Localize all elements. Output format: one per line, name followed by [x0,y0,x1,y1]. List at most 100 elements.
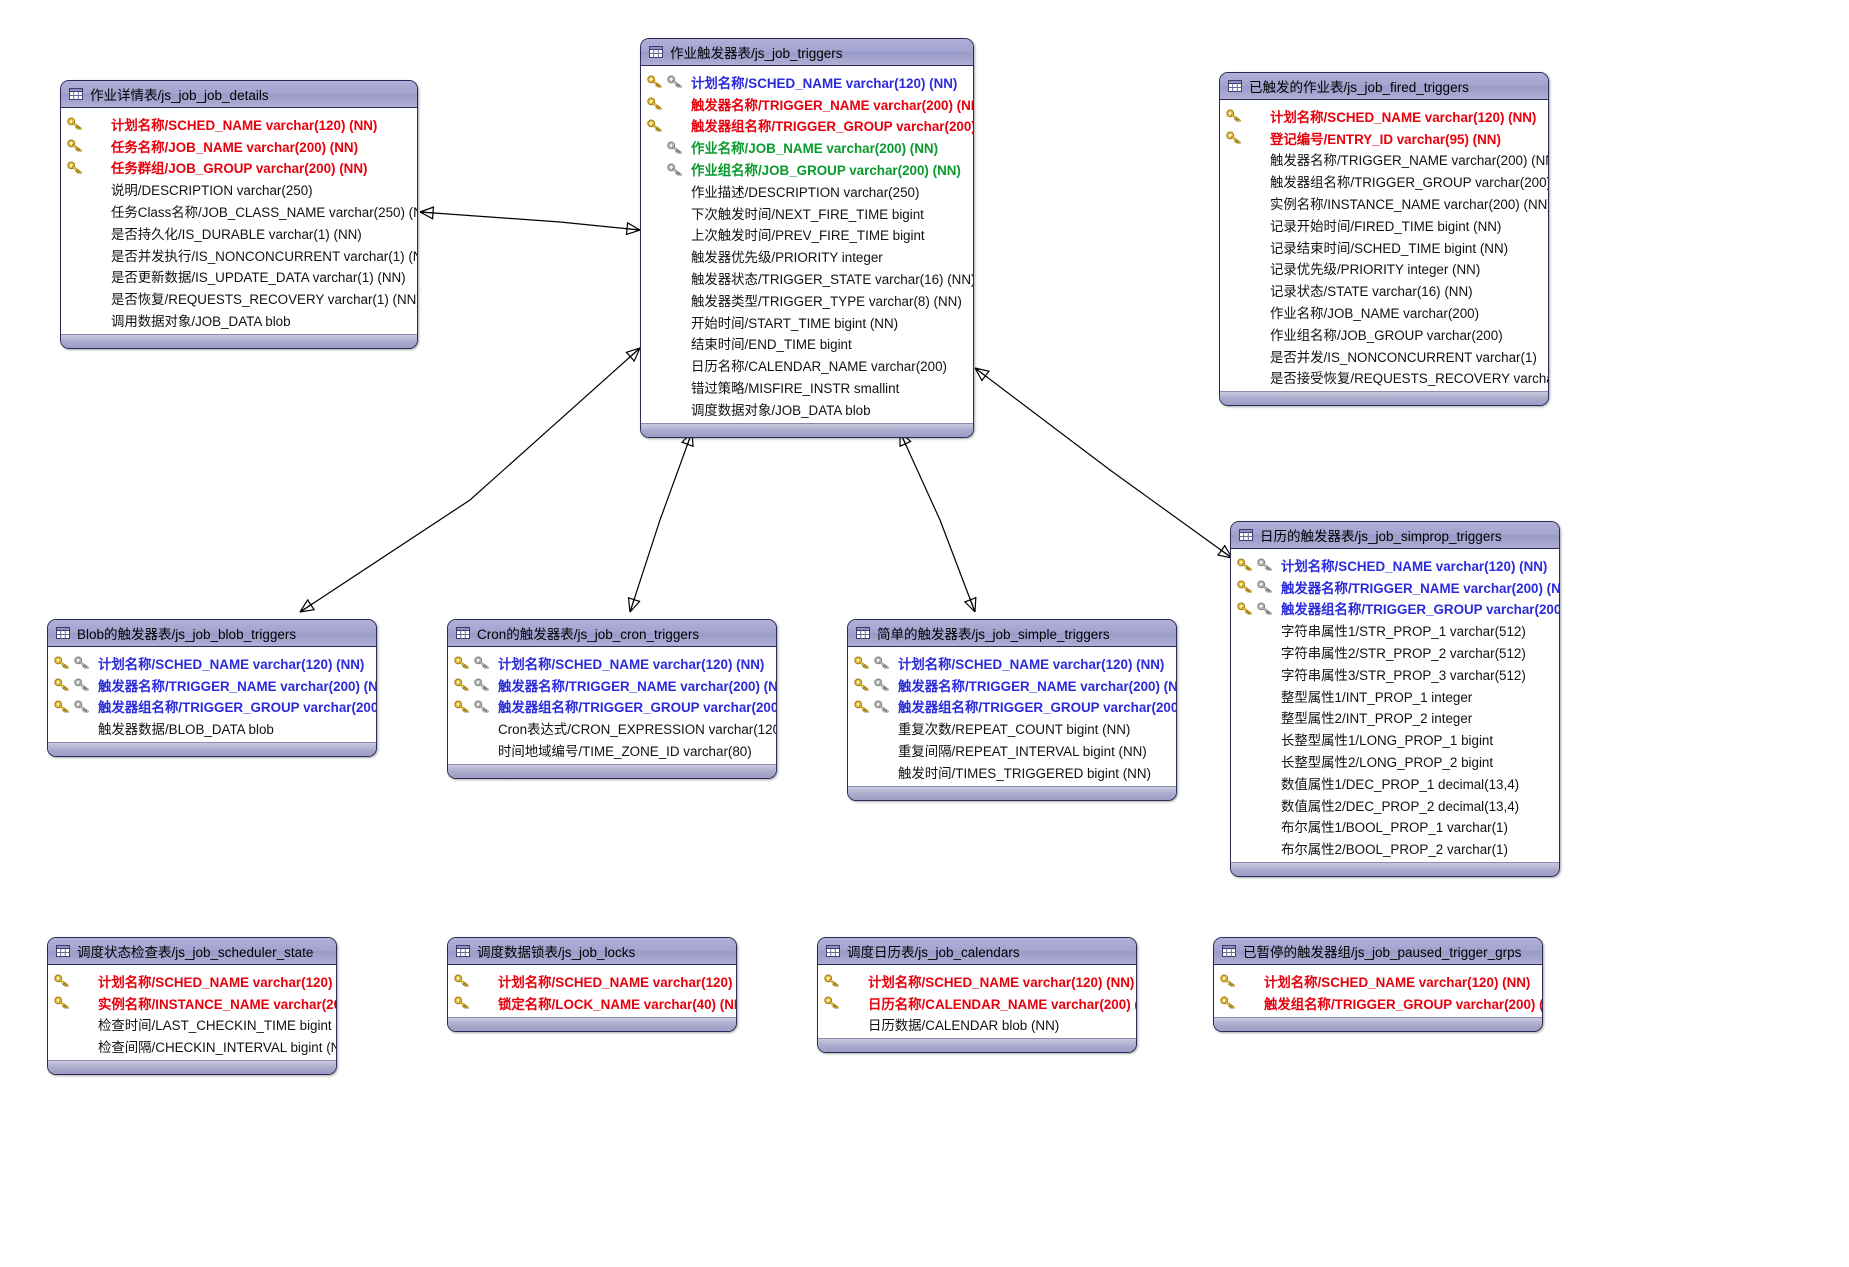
entity-field-row[interactable]: 长整型属性2/LONG_PROP_2 bigint [1231,750,1559,772]
relationship-line-rel-jobdetails-triggers[interactable] [419,211,641,231]
entity-field-row[interactable]: 作业描述/DESCRIPTION varchar(250) [641,180,973,202]
entity-field-row[interactable]: 是否接受恢复/REQUESTS_RECOVERY varchar(1) [1220,367,1548,389]
entity-field-row[interactable]: 计划名称/SCHED_NAME varchar(120) (NN) [61,113,417,135]
entity-header-blob_triggers[interactable]: Blob的触发器表/js_job_blob_triggers [48,620,376,647]
entity-header-paused_trigger_grps[interactable]: 已暂停的触发器组/js_job_paused_trigger_grps [1214,938,1542,965]
entity-field-row[interactable]: 计划名称/SCHED_NAME varchar(120) (NN) [1214,970,1542,992]
entity-field-row[interactable]: 计划名称/SCHED_NAME varchar(120) (NN) [641,71,973,93]
relationship-line-rel-triggers-blob[interactable] [299,347,641,613]
entity-field-row[interactable]: 作业名称/JOB_NAME varchar(200) (NN) [641,136,973,158]
entity-field-row[interactable]: 计划名称/SCHED_NAME varchar(120) (NN) [448,970,736,992]
entity-table-job_triggers[interactable]: 作业触发器表/js_job_triggers 计划名称/SCHED_NAME va… [640,38,974,438]
entity-field-row[interactable]: 字符串属性3/STR_PROP_3 varchar(512) [1231,663,1559,685]
entity-field-row[interactable]: 任务名称/JOB_NAME varchar(200) (NN) [61,135,417,157]
relationship-line-rel-triggers-simple[interactable] [899,431,976,613]
entity-field-row[interactable]: 触发组名称/TRIGGER_GROUP varchar(200) (NN) [1214,992,1542,1014]
entity-table-locks[interactable]: 调度数据锁表/js_job_locks 计划名称/SCHED_NAME varch… [447,937,737,1032]
entity-field-row[interactable]: 计划名称/SCHED_NAME varchar(120) (NN) [1231,554,1559,576]
entity-table-simprop_triggers[interactable]: 日历的触发器表/js_job_simprop_triggers 计划名称/SCHE… [1230,521,1560,878]
entity-field-row[interactable]: 调用数据对象/JOB_DATA blob [61,309,417,331]
entity-field-row[interactable]: 记录优先级/PRIORITY integer (NN) [1220,258,1548,280]
entity-table-cron_triggers[interactable]: Cron的触发器表/js_job_cron_triggers 计划名称/SCHED… [447,619,777,779]
entity-field-row[interactable]: 记录开始时间/FIRED_TIME bigint (NN) [1220,214,1548,236]
entity-field-row[interactable]: 锁定名称/LOCK_NAME varchar(40) (NN) [448,992,736,1014]
entity-header-job_triggers[interactable]: 作业触发器表/js_job_triggers [641,39,973,66]
entity-header-cron_triggers[interactable]: Cron的触发器表/js_job_cron_triggers [448,620,776,647]
entity-field-row[interactable]: 触发器名称/TRIGGER_NAME varchar(200) (NN) [1220,149,1548,171]
entity-field-row[interactable]: 是否并发/IS_NONCONCURRENT varchar(1) [1220,345,1548,367]
entity-field-row[interactable]: 布尔属性2/BOOL_PROP_2 varchar(1) [1231,837,1559,859]
entity-field-row[interactable]: 触发器名称/TRIGGER_NAME varchar(200) (NN) [641,93,973,115]
entity-field-row[interactable]: 触发器组名称/TRIGGER_GROUP varchar(200) (NN) [848,696,1176,718]
entity-field-row[interactable]: 整型属性2/INT_PROP_2 integer [1231,707,1559,729]
entity-field-row[interactable]: 上次触发时间/PREV_FIRE_TIME bigint [641,224,973,246]
entity-field-row[interactable]: 触发时间/TIMES_TRIGGERED bigint (NN) [848,761,1176,783]
entity-header-job_details[interactable]: 作业详情表/js_job_job_details [61,81,417,108]
entity-field-row[interactable]: 日历名称/CALENDAR_NAME varchar(200) (NN) [818,992,1136,1014]
relationship-line-rel-triggers-cron[interactable] [629,431,693,613]
entity-field-row[interactable]: 触发器组名称/TRIGGER_GROUP varchar(200) (NN) [1231,598,1559,620]
entity-field-row[interactable]: 触发器名称/TRIGGER_NAME varchar(200) (NN) [448,674,776,696]
entity-field-row[interactable]: 开始时间/START_TIME bigint (NN) [641,311,973,333]
entity-field-row[interactable]: 字符串属性1/STR_PROP_1 varchar(512) [1231,619,1559,641]
entity-header-simple_triggers[interactable]: 简单的触发器表/js_job_simple_triggers [848,620,1176,647]
entity-field-row[interactable]: 调度数据对象/JOB_DATA blob [641,398,973,420]
entity-field-row[interactable]: 整型属性1/INT_PROP_1 integer [1231,685,1559,707]
entity-field-row[interactable]: 说明/DESCRIPTION varchar(250) [61,178,417,200]
entity-field-row[interactable]: 日历数据/CALENDAR blob (NN) [818,1014,1136,1036]
entity-field-row[interactable]: 是否持久化/IS_DURABLE varchar(1) (NN) [61,222,417,244]
entity-field-row[interactable]: 触发器组名称/TRIGGER_GROUP varchar(200) (NN) [641,115,973,137]
entity-field-row[interactable]: 计划名称/SCHED_NAME varchar(120) (NN) [848,652,1176,674]
entity-table-fired_triggers[interactable]: 已触发的作业表/js_job_fired_triggers 计划名称/SCHED_… [1219,72,1549,407]
entity-field-row[interactable]: 任务群组/JOB_GROUP varchar(200) (NN) [61,157,417,179]
entity-field-row[interactable]: 是否恢复/REQUESTS_RECOVERY varchar(1) (NN) [61,287,417,309]
entity-field-row[interactable]: 检查时间/LAST_CHECKIN_TIME bigint (NN) [48,1014,336,1036]
entity-field-row[interactable]: 触发器组名称/TRIGGER_GROUP varchar(200) (NN) [448,696,776,718]
entity-table-job_details[interactable]: 作业详情表/js_job_job_details 计划名称/SCHED_NAME … [60,80,418,349]
entity-field-row[interactable]: 布尔属性1/BOOL_PROP_1 varchar(1) [1231,816,1559,838]
entity-field-row[interactable]: 触发器类型/TRIGGER_TYPE varchar(8) (NN) [641,289,973,311]
entity-field-row[interactable]: 重复间隔/REPEAT_INTERVAL bigint (NN) [848,739,1176,761]
entity-field-row[interactable]: 记录结束时间/SCHED_TIME bigint (NN) [1220,236,1548,258]
entity-header-locks[interactable]: 调度数据锁表/js_job_locks [448,938,736,965]
entity-field-row[interactable]: Cron表达式/CRON_EXPRESSION varchar(120) (NN… [448,717,776,739]
entity-field-row[interactable]: 触发器组名称/TRIGGER_GROUP varchar(200) (NN) [48,696,376,718]
entity-field-row[interactable]: 计划名称/SCHED_NAME varchar(120) (NN) [48,970,336,992]
entity-field-row[interactable]: 长整型属性1/LONG_PROP_1 bigint [1231,728,1559,750]
entity-field-row[interactable]: 触发器优先级/PRIORITY integer [641,245,973,267]
entity-field-row[interactable]: 实例名称/INSTANCE_NAME varchar(200) (NN) [48,992,336,1014]
entity-field-row[interactable]: 时间地域编号/TIME_ZONE_ID varchar(80) [448,739,776,761]
entity-table-calendars[interactable]: 调度日历表/js_job_calendars 计划名称/SCHED_NAME va… [817,937,1137,1054]
entity-field-row[interactable]: 触发器状态/TRIGGER_STATE varchar(16) (NN) [641,267,973,289]
entity-field-row[interactable]: 作业组名称/JOB_GROUP varchar(200) [1220,323,1548,345]
entity-field-row[interactable]: 触发器数据/BLOB_DATA blob [48,717,376,739]
entity-field-row[interactable]: 下次触发时间/NEXT_FIRE_TIME bigint [641,202,973,224]
entity-table-scheduler_state[interactable]: 调度状态检查表/js_job_scheduler_state 计划名称/SCHED… [47,937,337,1076]
entity-header-calendars[interactable]: 调度日历表/js_job_calendars [818,938,1136,965]
entity-field-row[interactable]: 作业名称/JOB_NAME varchar(200) [1220,301,1548,323]
entity-field-row[interactable]: 计划名称/SCHED_NAME varchar(120) (NN) [818,970,1136,992]
entity-header-fired_triggers[interactable]: 已触发的作业表/js_job_fired_triggers [1220,73,1548,100]
entity-field-row[interactable]: 是否并发执行/IS_NONCONCURRENT varchar(1) (NN) [61,244,417,266]
entity-table-paused_trigger_grps[interactable]: 已暂停的触发器组/js_job_paused_trigger_grps 计划名称/… [1213,937,1543,1032]
relationship-line-rel-triggers-simprop[interactable] [974,367,1233,559]
entity-field-row[interactable]: 计划名称/SCHED_NAME varchar(120) (NN) [448,652,776,674]
entity-field-row[interactable]: 日历名称/CALENDAR_NAME varchar(200) [641,354,973,376]
entity-field-row[interactable]: 字符串属性2/STR_PROP_2 varchar(512) [1231,641,1559,663]
entity-field-row[interactable]: 错过策略/MISFIRE_INSTR smallint [641,376,973,398]
entity-field-row[interactable]: 记录状态/STATE varchar(16) (NN) [1220,279,1548,301]
entity-field-row[interactable]: 触发器名称/TRIGGER_NAME varchar(200) (NN) [48,674,376,696]
entity-field-row[interactable]: 登记编号/ENTRY_ID varchar(95) (NN) [1220,127,1548,149]
entity-field-row[interactable]: 触发器名称/TRIGGER_NAME varchar(200) (NN) [1231,576,1559,598]
entity-field-row[interactable]: 计划名称/SCHED_NAME varchar(120) (NN) [1220,105,1548,127]
entity-field-row[interactable]: 实例名称/INSTANCE_NAME varchar(200) (NN) [1220,192,1548,214]
entity-field-row[interactable]: 数值属性1/DEC_PROP_1 decimal(13,4) [1231,772,1559,794]
entity-header-simprop_triggers[interactable]: 日历的触发器表/js_job_simprop_triggers [1231,522,1559,549]
entity-table-simple_triggers[interactable]: 简单的触发器表/js_job_simple_triggers 计划名称/SCHED… [847,619,1177,801]
entity-field-row[interactable]: 是否更新数据/IS_UPDATE_DATA varchar(1) (NN) [61,266,417,288]
entity-field-row[interactable]: 任务Class名称/JOB_CLASS_NAME varchar(250) (N… [61,200,417,222]
entity-field-row[interactable]: 结束时间/END_TIME bigint [641,333,973,355]
entity-header-scheduler_state[interactable]: 调度状态检查表/js_job_scheduler_state [48,938,336,965]
entity-field-row[interactable]: 作业组名称/JOB_GROUP varchar(200) (NN) [641,158,973,180]
